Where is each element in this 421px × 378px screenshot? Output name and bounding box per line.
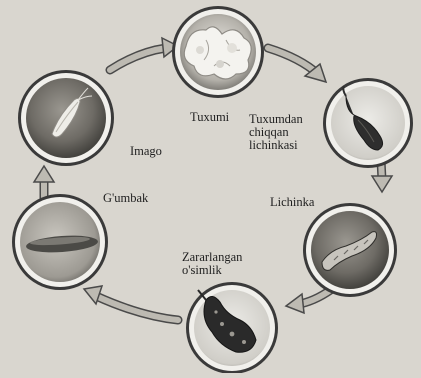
label-hatched-line-3: lichinkasi	[249, 139, 303, 152]
label-eggs: Tuxumi	[190, 111, 229, 124]
label-eggs-text: Tuxumi	[190, 111, 229, 124]
label-larva: Lichinka	[270, 196, 314, 209]
stage-hatched-larva	[323, 78, 413, 168]
label-pupa-text: G'umbak	[103, 192, 148, 205]
label-adult: Imago	[130, 145, 162, 158]
label-larva-text: Lichinka	[270, 196, 314, 209]
label-pupa: G'umbak	[103, 192, 148, 205]
stage-larva	[303, 203, 397, 297]
stage-pupa	[12, 194, 108, 290]
label-damaged-plant: Zararlangan o'simlik	[182, 251, 242, 277]
stage-damaged-plant	[186, 282, 278, 373]
stage-adult	[18, 70, 114, 166]
label-damaged-line-2: o'simlik	[182, 264, 242, 277]
stage-eggs	[172, 6, 264, 98]
label-adult-text: Imago	[130, 145, 162, 158]
label-hatched-larva: Tuxumdan chiqqan lichinkasi	[249, 113, 303, 152]
